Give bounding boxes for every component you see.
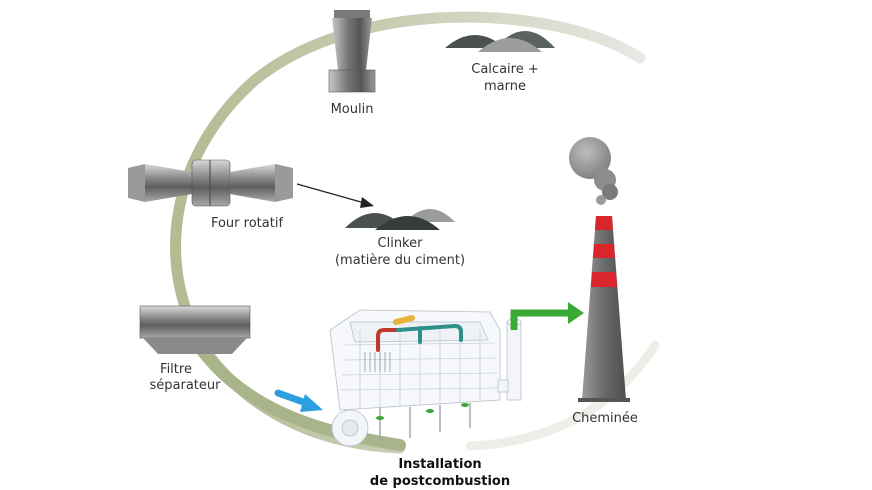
mill-icon <box>328 10 376 93</box>
rotary-kiln-label: Four rotatif <box>210 216 284 231</box>
internal-ducts <box>376 315 463 352</box>
postcombustion-label-line2: de postcombustion <box>369 474 511 489</box>
filter-label-line1: Filtre <box>160 362 192 377</box>
outlet-arrow <box>510 302 584 330</box>
postcombustion-label-line1: Installation <box>398 457 482 472</box>
separator-filter-icon <box>139 305 251 354</box>
limestone-label-line1: Calcaire + <box>471 62 539 77</box>
chimney-icon <box>578 216 630 402</box>
rotary-kiln-icon <box>128 159 293 207</box>
clinker-pile-icon <box>345 209 455 230</box>
smoke-icon <box>569 137 618 205</box>
postcombustion-unit-icon <box>329 309 522 447</box>
clinker-label-line1: Clinker <box>377 236 423 251</box>
clinker-label-line2: (matière du ciment) <box>334 253 466 268</box>
filter-label-line2: séparateur <box>149 378 221 393</box>
limestone-label-line2: marne <box>484 79 526 94</box>
limestone-pile-icon <box>445 31 555 52</box>
chimney-label: Cheminée <box>572 411 638 426</box>
mill-label: Moulin <box>330 102 374 117</box>
inlet-arrow <box>274 389 323 412</box>
kiln-to-clinker-arrow <box>296 183 374 208</box>
